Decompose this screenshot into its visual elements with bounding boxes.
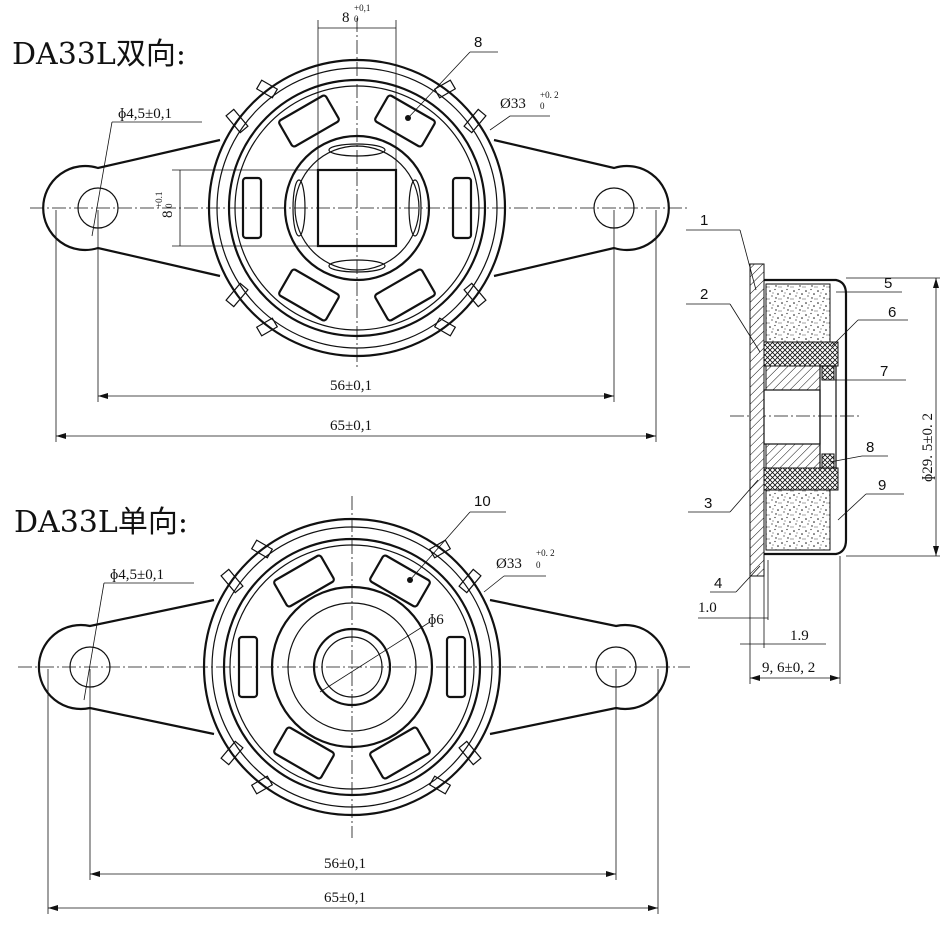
bottom-hole-dim: ɸ4,5±0,1 — [110, 567, 164, 583]
bottom-view-title: DA33L单向: — [14, 505, 188, 540]
top-width-inner: 56±0,1 — [330, 378, 372, 394]
top-dim-square-v: 8 — [160, 211, 176, 219]
section-callout-2: 2 — [700, 286, 708, 303]
section-foam-lower — [765, 489, 831, 551]
bottom-inner-ring — [270, 585, 434, 749]
bottom-clips — [220, 539, 482, 795]
section-view: 1 2 3 4 5 6 7 8 9 ɸ29. 5±0. 2 — [686, 212, 940, 684]
top-dim-square-tol-upper: +0,1 — [354, 3, 370, 13]
section-callout-4: 4 — [714, 575, 722, 592]
top-outer-ring — [207, 58, 507, 358]
bottom-flange-outline — [37, 598, 669, 736]
section-dim-c: 9, 6±0, 2 — [762, 660, 815, 676]
section-callout-1: 1 — [700, 212, 708, 229]
section-seal-upper — [821, 365, 835, 381]
section-bore — [763, 389, 821, 445]
bottom-ring-3 — [222, 537, 482, 797]
top-outer-dia: Ø33 — [500, 96, 526, 112]
top-outer-dia-tol-upper: +0. 2 — [540, 90, 559, 100]
bottom-inner-ring-2 — [287, 602, 417, 732]
section-callout-9: 9 — [878, 477, 886, 494]
top-ring-3 — [227, 78, 487, 338]
section-rotor-upper — [765, 365, 821, 391]
top-outer-dia-tol-lower: 0 — [540, 101, 545, 111]
top-flange-outline — [42, 138, 670, 278]
bottom-width-inner: 56±0,1 — [324, 856, 366, 872]
section-callout-6: 6 — [888, 304, 896, 321]
top-inner-ring — [283, 134, 431, 282]
top-hole-dim: ɸ4,5±0,1 — [118, 106, 172, 122]
top-clips — [225, 79, 487, 337]
bottom-outer-dia: Ø33 — [496, 556, 522, 572]
top-width-outer: 65±0,1 — [330, 418, 372, 434]
section-ring-lower — [763, 467, 839, 491]
bottom-width-outer: 65±0,1 — [324, 890, 366, 906]
section-callout-3: 3 — [704, 495, 712, 512]
section-callout-7: 7 — [880, 363, 888, 380]
top-view-title: DA33L双向: — [12, 37, 186, 72]
top-slots — [241, 94, 473, 322]
section-foam-upper — [765, 283, 831, 343]
bottom-outer-dia-tol-lower: 0 — [536, 560, 541, 570]
top-view: DA33L双向: — [12, 3, 690, 442]
section-seal-lower — [821, 453, 835, 469]
top-inner-ring-2 — [294, 145, 420, 271]
bottom-slots — [237, 554, 467, 780]
section-dim-b: 1.9 — [790, 628, 809, 644]
section-ring-upper — [763, 341, 839, 367]
top-dim-square: 8 — [342, 10, 350, 26]
section-body-outline — [764, 278, 848, 556]
bottom-hub-2 — [321, 636, 383, 698]
top-square-hole — [316, 168, 398, 248]
top-ring-4 — [234, 85, 480, 331]
top-ring-2 — [216, 67, 498, 349]
top-callout-8: 8 — [474, 34, 482, 51]
bottom-ring-2 — [211, 526, 493, 808]
section-dim-a: 1.0 — [698, 600, 717, 616]
section-height-dim: ɸ29. 5±0. 2 — [920, 413, 936, 482]
section-callout-5: 5 — [884, 275, 892, 292]
bottom-outer-ring — [202, 517, 502, 817]
bottom-inner-dia: ɸ6 — [428, 612, 444, 628]
section-callout-8: 8 — [866, 439, 874, 456]
top-dim-square-v-tol-upper: +0.1 — [154, 192, 164, 208]
top-dim-square-tol-lower: 0 — [354, 14, 359, 24]
bottom-view: DA33L单向: — [14, 493, 690, 914]
bottom-outer-dia-tol-upper: +0. 2 — [536, 548, 555, 558]
top-dim-square-v-tol-lower: 0 — [164, 203, 174, 208]
bottom-hub — [312, 627, 392, 707]
section-plate — [749, 263, 765, 577]
section-rotor-core — [819, 365, 837, 469]
bottom-ring-4 — [229, 544, 475, 790]
bottom-callout-10: 10 — [474, 493, 491, 510]
section-rotor-lower — [765, 443, 821, 469]
